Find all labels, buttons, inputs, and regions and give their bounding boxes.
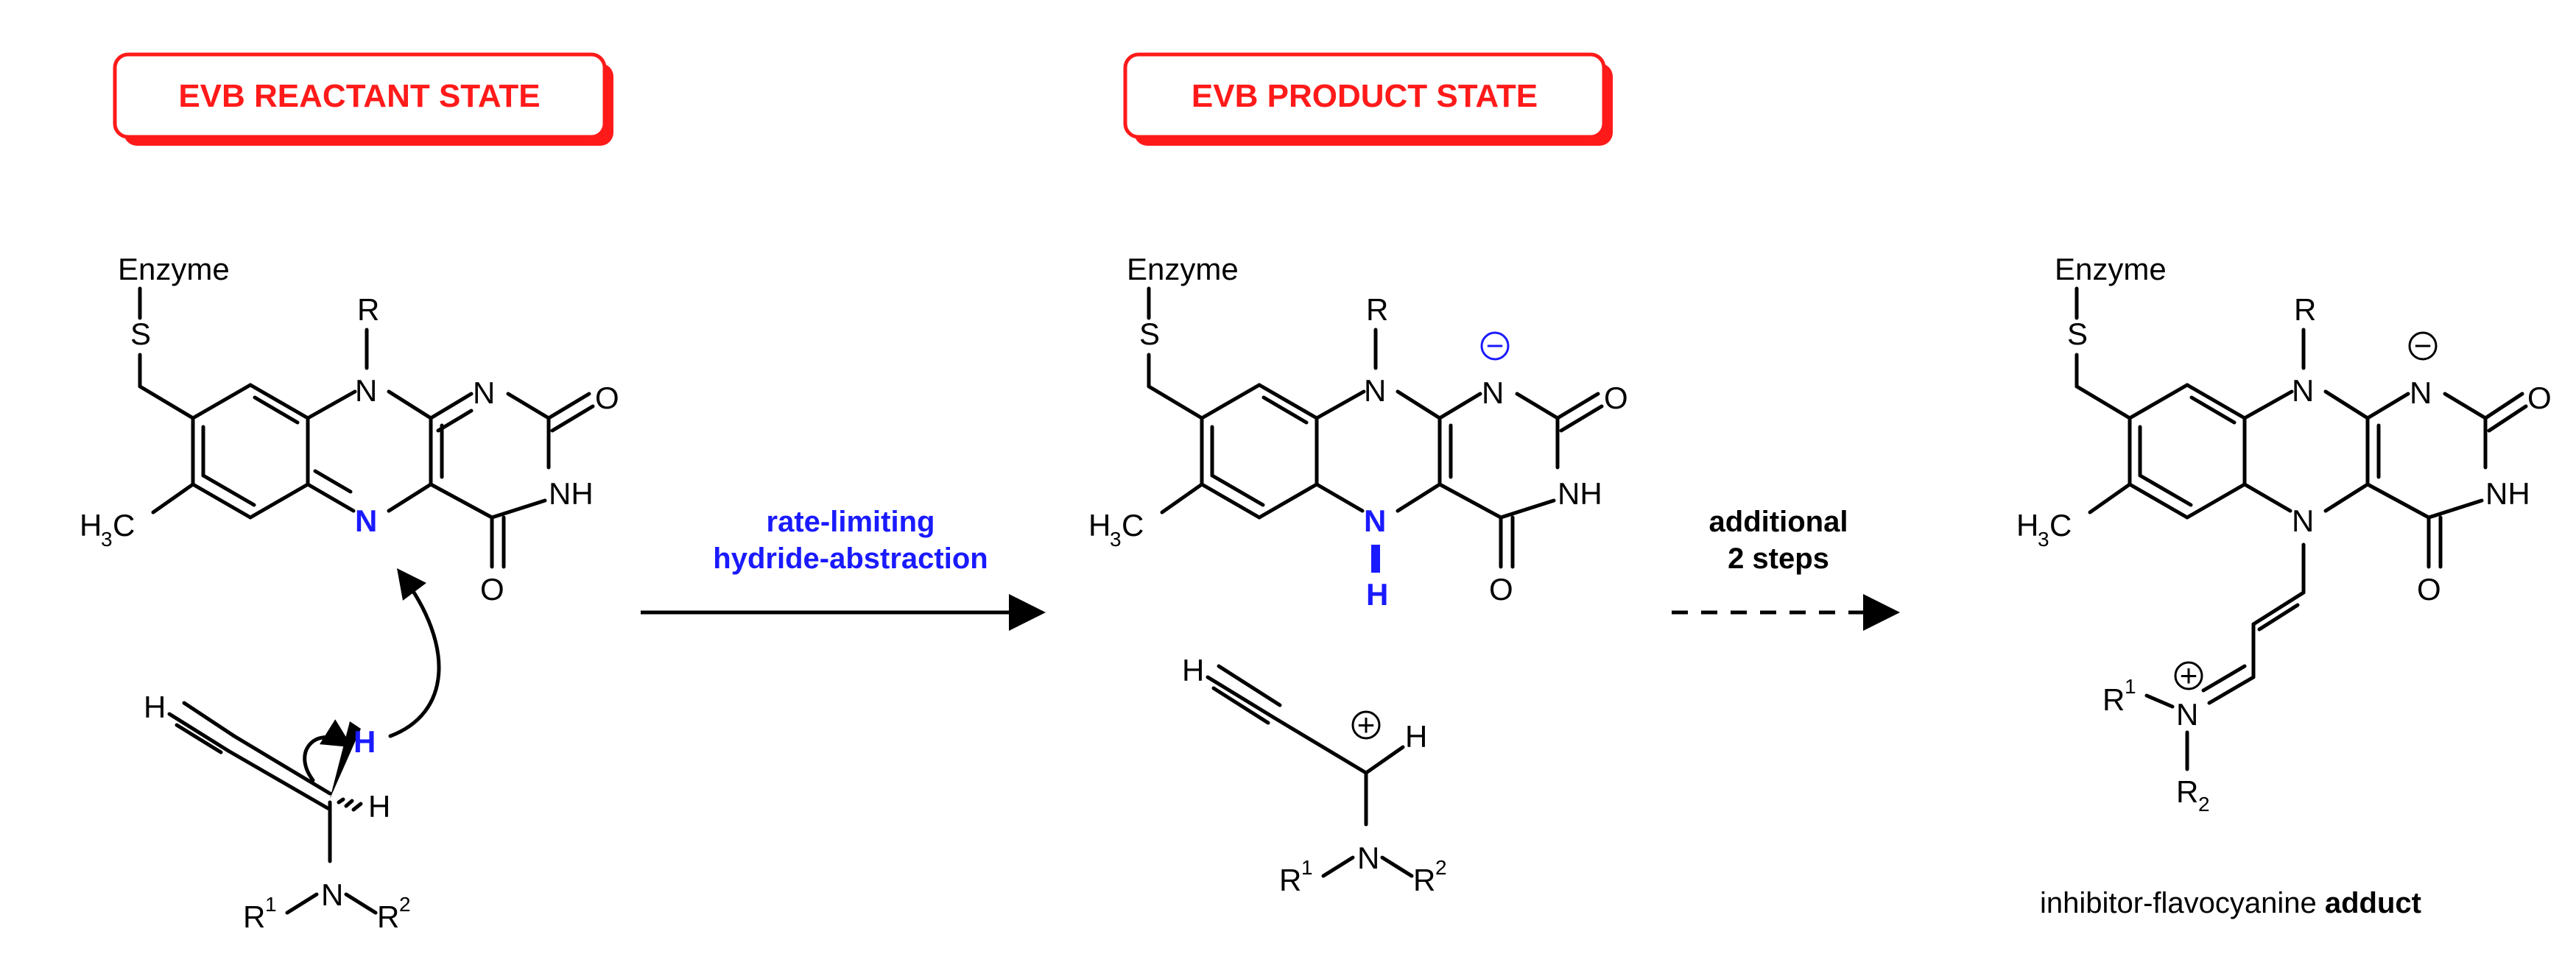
- arrow1-line2: hydride-abstraction: [713, 542, 988, 575]
- r1-sup-2: 1: [1301, 856, 1313, 879]
- cation-h: H: [1405, 719, 1427, 754]
- reactant-flavin: Enzyme S H 3 C N R N N: [80, 252, 619, 607]
- methyl-c-2: C: [1122, 508, 1144, 542]
- r2-sub-3: 2: [2198, 793, 2210, 816]
- product-flavin: Enzyme S H 3 C N R N H N −: [1088, 252, 1628, 612]
- o4-atom-3: O: [2417, 572, 2441, 607]
- n1-atom: N: [473, 375, 495, 410]
- r1-label-2: R: [1279, 863, 1301, 897]
- methyl-3-3: 3: [2038, 528, 2049, 551]
- amine-n: N: [321, 877, 343, 912]
- iminium-charge: +: [2180, 658, 2198, 693]
- carbocation-charge: +: [1357, 707, 1376, 742]
- abstracted-hydride: H: [353, 724, 376, 759]
- product-state-label: EVB PRODUCT STATE: [1123, 52, 1613, 146]
- n10-atom-3: N: [2292, 373, 2314, 408]
- sulfur-atom-2: S: [1139, 317, 1160, 351]
- arrow1-line1: rate-limiting: [767, 506, 935, 538]
- enzyme-label-2: Enzyme: [1127, 252, 1239, 286]
- r2-sup: 2: [399, 893, 411, 916]
- n5-hydride: H: [1366, 577, 1388, 612]
- arrow-additional-steps: additional 2 steps: [1672, 506, 1900, 631]
- methyl-3-2: 3: [1110, 528, 1122, 551]
- o2-atom-2: O: [1604, 381, 1628, 415]
- methyl-c-3: C: [2049, 508, 2072, 542]
- n1-charge-3: −: [2414, 328, 2432, 363]
- sulfur-atom: S: [130, 317, 151, 351]
- methyl-h: H: [80, 508, 102, 542]
- arrow-hydride-abstraction: rate-limiting hydride-abstraction: [641, 506, 1046, 631]
- arrow2-line1: additional: [1709, 506, 1848, 538]
- product-state-text: EVB PRODUCT STATE: [1192, 78, 1538, 114]
- o4-atom: O: [480, 572, 504, 607]
- amine-n-2: N: [1357, 841, 1379, 875]
- methyl-h-2: H: [1088, 508, 1111, 542]
- methyl-h-3: H: [2016, 508, 2038, 542]
- n5-atom-2: N: [1364, 503, 1386, 538]
- sulfur-atom-3: S: [2067, 317, 2088, 351]
- n5-atom-3: N: [2292, 503, 2314, 538]
- reactant-state-label: EVB REACTANT STATE: [113, 52, 613, 146]
- r1-sup-3: 1: [2125, 675, 2136, 698]
- alkyne-h: H: [144, 690, 166, 724]
- product-cation: H + H N R 1 R 2: [1182, 653, 1447, 897]
- caption-plain: inhibitor-flavocyanine: [2040, 887, 2325, 919]
- alkyne-h-2: H: [1182, 653, 1204, 687]
- reactant-inhibitor: H H H N R 1 R 2: [144, 568, 441, 934]
- nh3-atom: NH: [549, 476, 594, 511]
- r2-label-2: R: [1413, 863, 1435, 897]
- r2-label-3: R: [2176, 774, 2198, 809]
- r-group-2: R: [1366, 292, 1388, 327]
- adduct-caption: inhibitor-flavocyanine adduct: [2040, 887, 2421, 919]
- o4-atom-2: O: [1489, 572, 1513, 607]
- methyl-c: C: [113, 508, 135, 542]
- iminium-n: N: [2176, 697, 2198, 732]
- r1-sup: 1: [265, 893, 277, 916]
- r1-label: R: [243, 899, 265, 934]
- r-group-3: R: [2294, 292, 2316, 327]
- n10-atom: N: [355, 373, 377, 408]
- enzyme-label-3: Enzyme: [2055, 252, 2167, 286]
- n1-atom-2: N: [1482, 375, 1504, 410]
- nh3-atom-3: NH: [2485, 476, 2530, 511]
- o2-atom: O: [595, 381, 619, 415]
- hashed-h: H: [368, 789, 390, 824]
- reactant-state-text: EVB REACTANT STATE: [178, 78, 540, 114]
- methyl-3: 3: [101, 528, 113, 551]
- arrow2-line2: 2 steps: [1728, 542, 1829, 575]
- n1-atom-3: N: [2410, 375, 2432, 410]
- r2-sup-2: 2: [1435, 856, 1447, 879]
- r1-label-3: R: [2102, 682, 2125, 717]
- r2-label: R: [377, 899, 399, 934]
- o2-atom-3: O: [2527, 381, 2552, 415]
- r-group: R: [357, 292, 379, 327]
- n1-charge-2: −: [1486, 328, 1505, 363]
- caption-bold: adduct: [2325, 887, 2421, 919]
- adduct-flavin: Enzyme S H 3 C N R N N − O: [2016, 252, 2552, 816]
- enzyme-label: Enzyme: [118, 252, 230, 286]
- nh3-atom-2: NH: [1558, 476, 1602, 511]
- n10-atom-2: N: [1364, 373, 1386, 408]
- n5-atom: N: [355, 503, 377, 538]
